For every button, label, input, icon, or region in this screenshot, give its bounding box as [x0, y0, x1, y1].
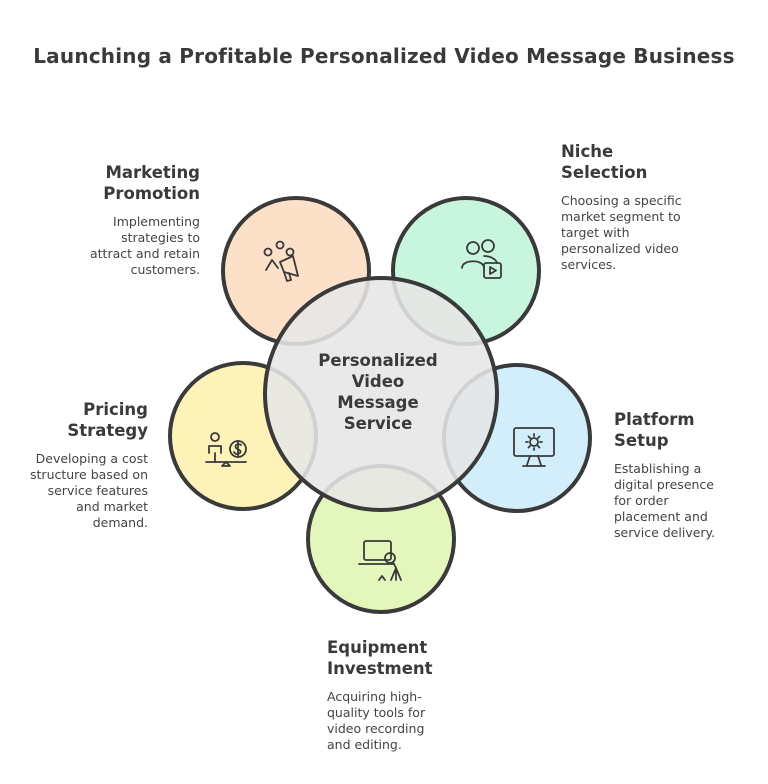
desc-line: for order — [614, 493, 669, 508]
megaphone-icon — [263, 240, 299, 282]
niche-description: Choosing a specific market segment to ta… — [561, 193, 761, 273]
equipment-text-block: Equipment Investment Acquiring high- qua… — [327, 637, 507, 753]
platform-text-block: Platform Setup Establishing a digital pr… — [614, 409, 764, 541]
heading-line: Marketing — [105, 163, 200, 182]
desc-line: Establishing a — [614, 461, 702, 476]
pricing-description: Developing a cost structure based on ser… — [0, 451, 148, 531]
desc-line: Acquiring high- — [327, 689, 422, 704]
center-label-line: Personalized — [318, 351, 438, 370]
scale-dollar-icon — [205, 432, 247, 467]
desc-line: digital presence — [614, 477, 714, 492]
desc-line: video recording — [327, 721, 425, 736]
desc-line: service features — [47, 483, 148, 498]
marketing-heading: Marketing Promotion — [0, 162, 200, 204]
platform-heading: Platform Setup — [614, 409, 764, 451]
desc-line: Implementing — [113, 214, 200, 229]
desc-line: strategies to — [121, 230, 200, 245]
desc-line: placement and — [614, 509, 708, 524]
center-circle — [263, 276, 499, 512]
laptop-microphone-icon — [358, 540, 402, 581]
desc-line: Developing a cost — [35, 451, 148, 466]
desc-line: attract and retain — [89, 246, 200, 261]
center-node — [263, 276, 499, 512]
users-video-icon — [461, 239, 502, 279]
heading-line: Niche — [561, 142, 614, 161]
equipment-heading: Equipment Investment — [327, 637, 507, 679]
heading-line: Pricing — [83, 400, 148, 419]
desc-line: customers. — [130, 262, 200, 277]
platform-description: Establishing a digital presence for orde… — [614, 461, 764, 541]
heading-line: Setup — [614, 431, 669, 450]
center-label-line: Message — [337, 393, 419, 412]
pricing-text-block: Pricing Strategy Developing a cost struc… — [0, 399, 148, 531]
monitor-gear-icon — [513, 427, 555, 467]
heading-line: Promotion — [103, 184, 200, 203]
pricing-heading: Pricing Strategy — [0, 399, 148, 441]
desc-line: Choosing a specific — [561, 193, 682, 208]
equipment-description: Acquiring high- quality tools for video … — [327, 689, 507, 753]
desc-line: and market — [76, 499, 148, 514]
desc-line: demand. — [92, 515, 148, 530]
desc-line: and editing. — [327, 737, 402, 752]
desc-line: target with — [561, 225, 630, 240]
heading-line: Strategy — [67, 421, 148, 440]
niche-heading: Niche Selection — [561, 141, 761, 183]
center-label-line: Video — [351, 372, 405, 391]
marketing-description: Implementing strategies to attract and r… — [0, 214, 200, 278]
marketing-text-block: Marketing Promotion Implementing strateg… — [0, 162, 200, 278]
desc-line: structure based on — [30, 467, 148, 482]
niche-text-block: Niche Selection Choosing a specific mark… — [561, 141, 761, 273]
desc-line: quality tools for — [327, 705, 426, 720]
desc-line: services. — [561, 257, 617, 272]
desc-line: market segment to — [561, 209, 681, 224]
heading-line: Equipment — [327, 638, 428, 657]
heading-line: Investment — [327, 659, 433, 678]
heading-line: Platform — [614, 410, 695, 429]
center-label-line: Service — [343, 414, 413, 433]
desc-line: personalized video — [561, 241, 679, 256]
center-label: Personalized Video Message Service — [303, 350, 453, 434]
page-title: Launching a Profitable Personalized Vide… — [33, 44, 735, 68]
desc-line: service delivery. — [614, 525, 716, 540]
heading-line: Selection — [561, 163, 648, 182]
